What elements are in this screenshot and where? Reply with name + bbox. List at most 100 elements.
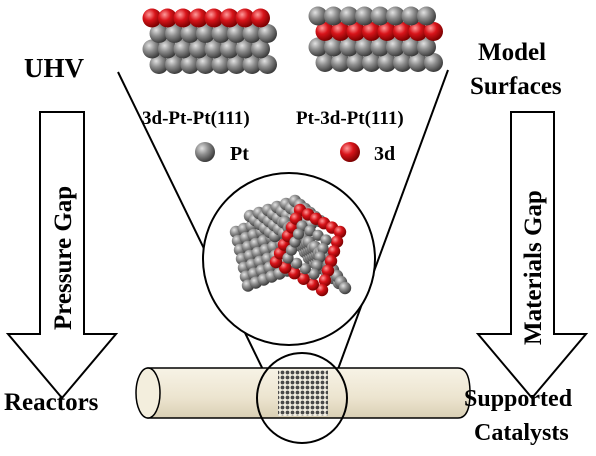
legend-3d-label: 3d <box>374 143 395 165</box>
atom-pt <box>324 37 343 57</box>
atom-pt <box>220 39 239 59</box>
atom-pt <box>339 6 359 26</box>
atom-3d <box>346 22 366 41</box>
model-surfaces-line2: Surfaces <box>470 73 562 100</box>
surface-label-right: Pt-3d-Pt(111) <box>296 108 404 129</box>
cone-right-line <box>333 69 449 381</box>
nanoparticle-3d-atom <box>321 264 335 277</box>
nanoparticle-3d-atom <box>279 261 292 274</box>
supported-catalysts-line1: Supported <box>464 386 573 412</box>
atom-pt <box>408 53 428 72</box>
surface-label-left: 3d-Pt-Pt(111) <box>142 108 250 129</box>
atom-pt <box>424 53 443 72</box>
atom-pt <box>315 53 335 72</box>
nanoparticle-pt-atom <box>292 228 305 240</box>
atom-3d <box>408 22 428 41</box>
atom-3d <box>204 8 224 28</box>
nanoparticle-3d-atom <box>327 245 341 258</box>
atom-3d <box>331 22 350 41</box>
atom-3d <box>315 22 335 41</box>
nanoparticle-cluster <box>229 194 352 297</box>
atom-3d <box>251 8 270 28</box>
atom-3d <box>142 8 162 28</box>
atom-3d <box>424 22 443 41</box>
nanoparticle-pt-atom <box>291 257 303 269</box>
atom-pt <box>386 6 405 26</box>
atom-pt <box>362 53 381 72</box>
nanoparticle-3d-atom <box>306 278 319 291</box>
uhv-label: UHV <box>24 53 85 83</box>
nanoparticle-pt-atom <box>338 281 352 295</box>
atom-pt <box>355 6 374 26</box>
atom-pt <box>165 55 184 74</box>
atom-pt <box>165 24 184 43</box>
nanoparticle-pt-atom <box>314 251 326 263</box>
atom-pt <box>370 6 390 26</box>
atom-pt <box>417 37 436 57</box>
nanoparticle-3d-atom <box>318 274 332 287</box>
atom-pt <box>227 55 246 74</box>
atom-pt <box>258 55 277 74</box>
atom-pt <box>308 6 328 26</box>
atom-pt <box>346 53 366 72</box>
atom-pt <box>370 37 390 57</box>
pressure-gap-label: Pressure Gap <box>50 186 77 330</box>
atom-3d <box>173 8 193 28</box>
atom-pt <box>242 24 262 43</box>
atom-3d <box>235 8 255 28</box>
atom-3d <box>158 8 177 28</box>
atom-3d <box>220 8 239 28</box>
atom-pt <box>401 6 421 26</box>
materials-gap-arrow: Materials Gap <box>475 111 589 400</box>
nanoparticle-3d-atom <box>324 254 338 268</box>
pressure-gap-arrow: Pressure Gap <box>5 111 119 400</box>
supported-catalysts-line2: Catalysts <box>474 420 569 446</box>
atom-pt <box>196 55 215 74</box>
nanoparticle-3d-atom <box>297 272 310 285</box>
nanoparticle-pt-atom <box>308 268 320 280</box>
legend-pt-dot <box>195 142 215 162</box>
reactor-tube <box>135 367 471 419</box>
atom-pt <box>242 55 262 74</box>
atom-pt <box>196 24 215 43</box>
legend-3d-dot <box>340 142 360 162</box>
reactor-tube-opening <box>135 367 161 419</box>
materials-gap-label: Materials Gap <box>520 190 547 345</box>
nanoparticle-pt-atom <box>317 242 329 255</box>
nanoparticle-pt-atom <box>299 263 311 275</box>
catalyst-bed <box>278 370 328 416</box>
atom-pt <box>339 37 359 57</box>
atom-pt <box>211 55 231 74</box>
atom-pt <box>180 24 200 43</box>
nanoparticle-pt-atom <box>311 259 323 272</box>
atom-pt <box>204 39 224 59</box>
slab-pt-3d-pt-111 <box>308 6 443 72</box>
atom-pt <box>251 39 270 59</box>
atom-pt <box>417 6 436 26</box>
atom-pt <box>142 39 162 59</box>
atom-pt <box>324 6 343 26</box>
atom-pt <box>355 37 374 57</box>
atom-pt <box>149 55 169 74</box>
atom-pt <box>149 24 169 43</box>
atom-pt <box>235 39 255 59</box>
atom-3d <box>362 22 381 41</box>
atom-pt <box>173 39 193 59</box>
reactors-label: Reactors <box>4 389 99 416</box>
atom-pt <box>393 53 412 72</box>
model-surfaces-line1: Model <box>478 39 546 66</box>
nanoparticle-3d-atom <box>333 225 347 239</box>
atom-pt <box>189 39 208 59</box>
atom-pt <box>386 37 405 57</box>
atom-pt <box>258 24 277 43</box>
atom-3d <box>377 22 397 41</box>
nanoparticle-pt-atom <box>320 234 332 246</box>
atom-pt <box>377 53 397 72</box>
tube-magnifier-circle <box>256 352 348 444</box>
atom-3d <box>189 8 208 28</box>
atom-pt <box>180 55 200 74</box>
atom-pt <box>158 39 177 59</box>
atom-pt <box>331 53 350 72</box>
slab-3d-pt-pt-111 <box>142 8 277 74</box>
